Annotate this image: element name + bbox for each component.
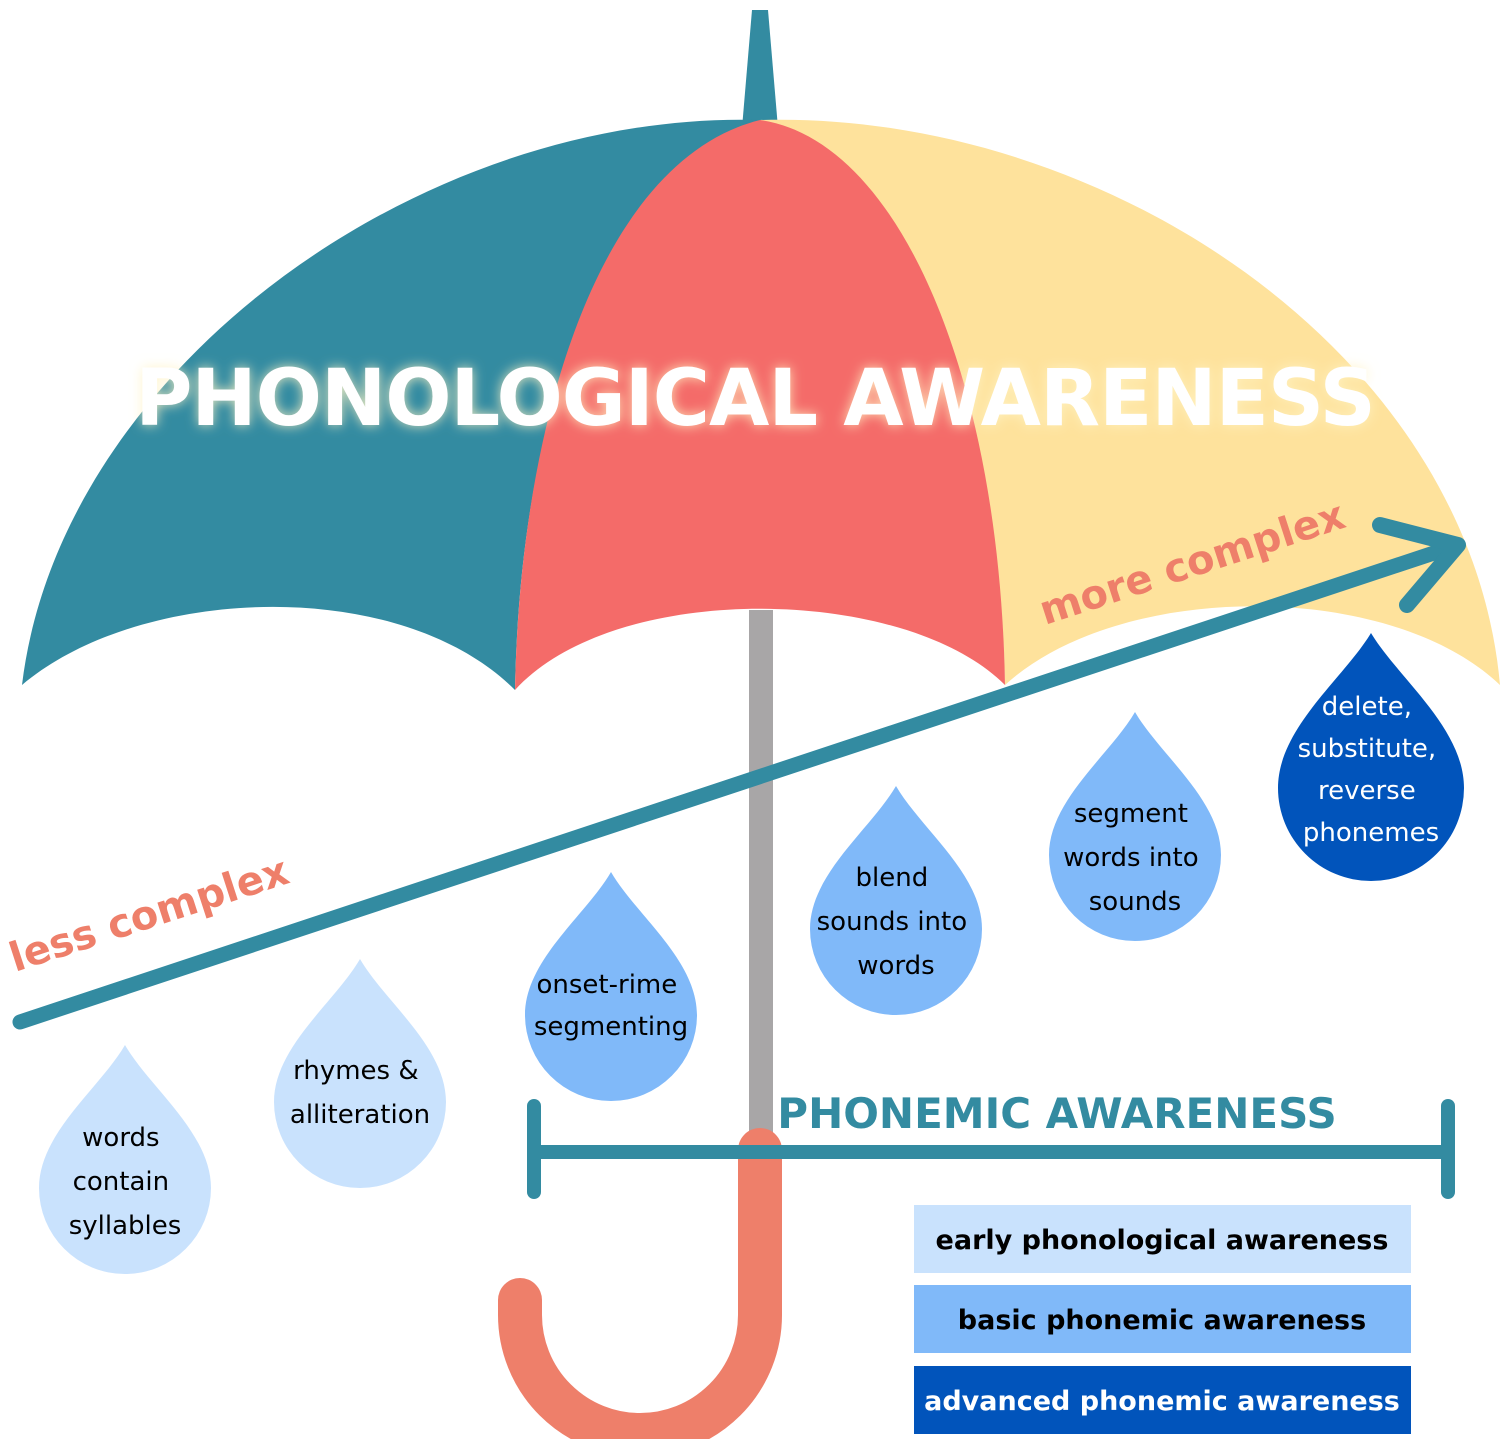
complexity-arrow-line (12, 537, 1466, 1030)
drop-label: words contain syllables (69, 1123, 182, 1241)
drop-line: segmenting (534, 1012, 688, 1042)
drop-line: blend (856, 863, 929, 893)
legend-swatch-basic (914, 1285, 1411, 1353)
drop: rhymes & alliteration (274, 959, 446, 1188)
legend-swatch-advanced (914, 1366, 1411, 1434)
drop-label: delete, substitute, reverse phonemes (1298, 692, 1445, 848)
drop-line: sounds into (817, 907, 968, 937)
drop-label: onset-rime segmenting (534, 970, 688, 1042)
drop: onset-rime segmenting (525, 872, 697, 1101)
drop-line: contain (73, 1167, 170, 1197)
drop-label: rhymes & alliteration (290, 1056, 430, 1130)
drop-line: alliteration (290, 1100, 430, 1130)
drop-line: sounds (1089, 887, 1181, 917)
drop-line: segment (1074, 799, 1188, 829)
drop-line: reverse (1318, 776, 1416, 806)
drop-line: syllables (69, 1211, 182, 1241)
drop-shape (1278, 633, 1464, 881)
canopy-middle-panel (515, 120, 1005, 690)
drop-line: rhymes & (293, 1056, 419, 1086)
drop-line: words into (1063, 843, 1199, 873)
drop-label: blend sounds into words (817, 863, 976, 981)
legend-label-basic: basic phonemic awareness (958, 1305, 1366, 1336)
drop: delete, substitute, reverse phonemes (1278, 633, 1464, 881)
less-complex-label: less complex (4, 848, 295, 982)
drop-line: substitute, (1298, 734, 1437, 764)
phonemic-awareness-label: PHONEMIC AWARENESS (777, 1089, 1336, 1138)
drop-line: onset-rime (536, 970, 677, 1000)
umbrella-handle (498, 1128, 782, 1439)
drop-line: words (82, 1123, 159, 1153)
drop: blend sounds into words (810, 786, 982, 1015)
canopy-right-panel (760, 119, 1500, 686)
drop-shape (39, 1045, 211, 1274)
drop: segment words into sounds (1049, 712, 1221, 941)
umbrella-tip (742, 10, 778, 128)
drop-shape (1049, 712, 1221, 941)
drop-shape (810, 786, 982, 1015)
drop-shape (525, 872, 697, 1101)
drop: words contain syllables (39, 1045, 211, 1274)
drop-line: phonemes (1303, 818, 1439, 848)
canopy-left-panel (22, 119, 760, 691)
drop-shape (274, 959, 446, 1188)
legend-label-advanced: advanced phonemic awareness (924, 1386, 1400, 1417)
drop-line: words (857, 951, 934, 981)
umbrella-shaft (749, 610, 773, 1155)
drop-line: delete, (1322, 692, 1412, 722)
legend-swatch-early (914, 1205, 1411, 1273)
drop-label: segment words into sounds (1063, 799, 1207, 917)
diagram-title: PHONOLOGICAL AWARENESS (135, 354, 1375, 444)
legend-label-early: early phonological awareness (936, 1225, 1389, 1256)
complexity-arrowhead (1372, 517, 1466, 613)
legend: early phonological awareness basic phone… (914, 1205, 1411, 1434)
